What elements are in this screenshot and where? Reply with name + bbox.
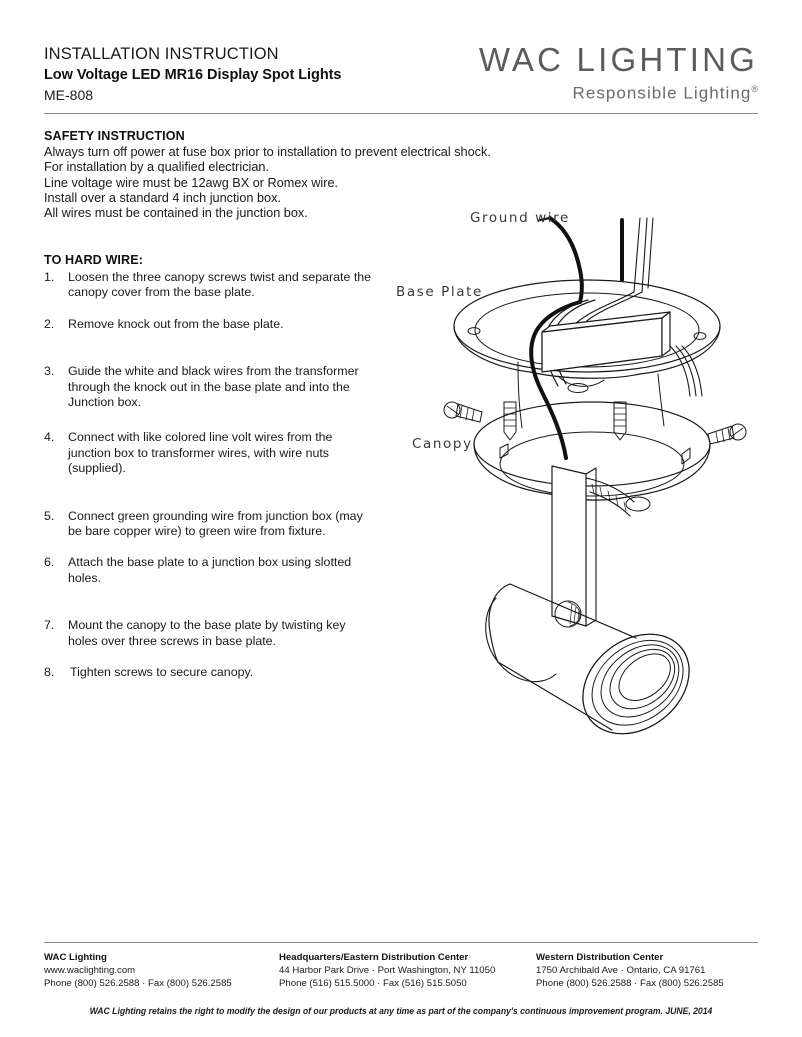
safety-line: Always turn off power at fuse box prior …	[44, 145, 491, 159]
step-number: 7.	[44, 618, 55, 633]
instruction-step: 4. Connect with like colored line volt w…	[44, 430, 374, 476]
safety-line: For installation by a qualified electric…	[44, 160, 269, 175]
spot-light-diagram	[443, 216, 747, 735]
screw-left	[503, 401, 517, 441]
lamp-head	[485, 583, 690, 735]
footer-website: www.waclighting.com	[44, 965, 136, 977]
footer-column-headquarters: Headquarters/Eastern Distribution Center…	[279, 951, 495, 991]
step-text: Attach the base plate to a junction box …	[68, 555, 352, 585]
model-number: ME-808	[44, 87, 94, 103]
footer-divider	[44, 942, 758, 943]
yoke-arm	[551, 465, 651, 628]
brand-tagline: Responsible Lighting®	[428, 79, 758, 104]
lamp-aperture	[582, 633, 690, 735]
loose-screw-left	[443, 401, 483, 423]
brand-tagline-text: Responsible Lighting	[572, 83, 752, 103]
step-number: 1.	[44, 270, 55, 284]
footer-contact: Phone (800) 526.2588 · Fax (800) 526.258…	[536, 978, 724, 990]
loose-screw-right	[707, 423, 747, 445]
base-plate	[453, 279, 721, 379]
registered-mark-icon: ®	[751, 84, 758, 94]
footer-contact: Phone (800) 526.2588 · Fax (800) 526.258…	[44, 978, 232, 990]
step-text: Connect green grounding wire from juncti…	[68, 508, 363, 539]
transformer-box	[541, 311, 671, 387]
footer-heading: Western Distribution Center	[536, 952, 664, 963]
hard-wire-section: TO HARD WIRE: 1. Loosen the three canopy…	[44, 252, 374, 681]
instruction-step: 1. Loosen the three canopy screws twist …	[44, 270, 374, 301]
step-number: 3.	[44, 364, 55, 379]
instruction-step: 6. Attach the base plate to a junction b…	[44, 555, 374, 586]
label-ground-wire: Ground wire	[470, 210, 570, 226]
footer-address: 1750 Archibald Ave · Ontario, CA 91761	[536, 965, 706, 977]
brand-logo: WAC LIGHTING Responsible Lighting®	[428, 42, 758, 104]
footer-column-western: Western Distribution Center 1750 Archiba…	[536, 951, 724, 991]
safety-line: All wires must be contained in the junct…	[44, 206, 308, 221]
instruction-step: 2. Remove knock out from the base plate.	[44, 317, 374, 332]
header-divider	[44, 113, 758, 114]
base-plate-screws	[503, 401, 627, 441]
footer-column-company: WAC Lighting www.waclighting.com Phone (…	[44, 951, 232, 991]
wire-bundle-top	[548, 216, 654, 304]
spacer	[44, 649, 374, 665]
spacer	[44, 586, 374, 618]
brand-name: WAC LIGHTING	[478, 41, 758, 78]
legal-disclaimer: WAC Lighting retains the right to modify…	[89, 1005, 713, 1016]
hard-wire-heading: TO HARD WIRE:	[44, 253, 144, 267]
safety-instruction-section: SAFETY INSTRUCTION Always turn off power…	[44, 128, 514, 221]
document-kicker: INSTALLATION INSTRUCTION	[44, 45, 279, 63]
step-text: Tighten screws to secure canopy.	[70, 665, 254, 680]
page-title: Low Voltage LED MR16 Display Spot Lights	[44, 67, 342, 83]
safety-line: Install over a standard 4 inch junction …	[44, 190, 281, 205]
step-number: 5.	[44, 508, 55, 523]
instruction-step: 3. Guide the white and black wires from …	[44, 364, 374, 410]
spacer	[44, 301, 374, 317]
step-text: Guide the white and black wires from the…	[68, 364, 359, 410]
instruction-step: 5. Connect green grounding wire from jun…	[44, 509, 374, 540]
spacer	[44, 539, 374, 555]
footer-address: 44 Harbor Park Drive · Port Washington, …	[279, 965, 496, 977]
spacer	[44, 332, 374, 364]
spacer	[44, 410, 374, 430]
transformer-leads	[669, 345, 703, 397]
step-text: Remove knock out from the base plate.	[68, 316, 284, 331]
footer-contact: Phone (516) 515.5000 · Fax (516) 515.505…	[279, 978, 467, 990]
canopy	[473, 401, 711, 501]
step-number: 4.	[44, 430, 55, 445]
fixture-barrel	[517, 361, 665, 429]
step-number: 6.	[44, 555, 55, 570]
instruction-step: 7. Mount the canopy to the base plate by…	[44, 618, 374, 649]
product-illustration: Ground wire Base Plate Canopy	[390, 196, 790, 776]
footer-heading: WAC Lighting	[44, 952, 107, 963]
document-header: INSTALLATION INSTRUCTION Low Voltage LED…	[44, 42, 758, 106]
step-number: 8.	[44, 665, 55, 680]
instruction-step: 8. Tighten screws to secure canopy.	[44, 665, 374, 680]
step-number: 2.	[44, 316, 55, 331]
safety-line: Line voltage wire must be 12awg BX or Ro…	[44, 175, 339, 190]
safety-heading: SAFETY INSTRUCTION	[44, 129, 185, 143]
screw-right	[613, 401, 627, 441]
label-base-plate: Base Plate	[396, 284, 483, 300]
footer-heading: Headquarters/Eastern Distribution Center	[279, 952, 469, 963]
step-text: Loosen the three canopy screws twist and…	[68, 270, 372, 300]
spacer	[44, 477, 374, 509]
step-text: Connect with like colored line volt wire…	[68, 430, 333, 476]
label-canopy: Canopy	[412, 436, 473, 452]
step-text: Mount the canopy to the base plate by tw…	[68, 618, 346, 648]
